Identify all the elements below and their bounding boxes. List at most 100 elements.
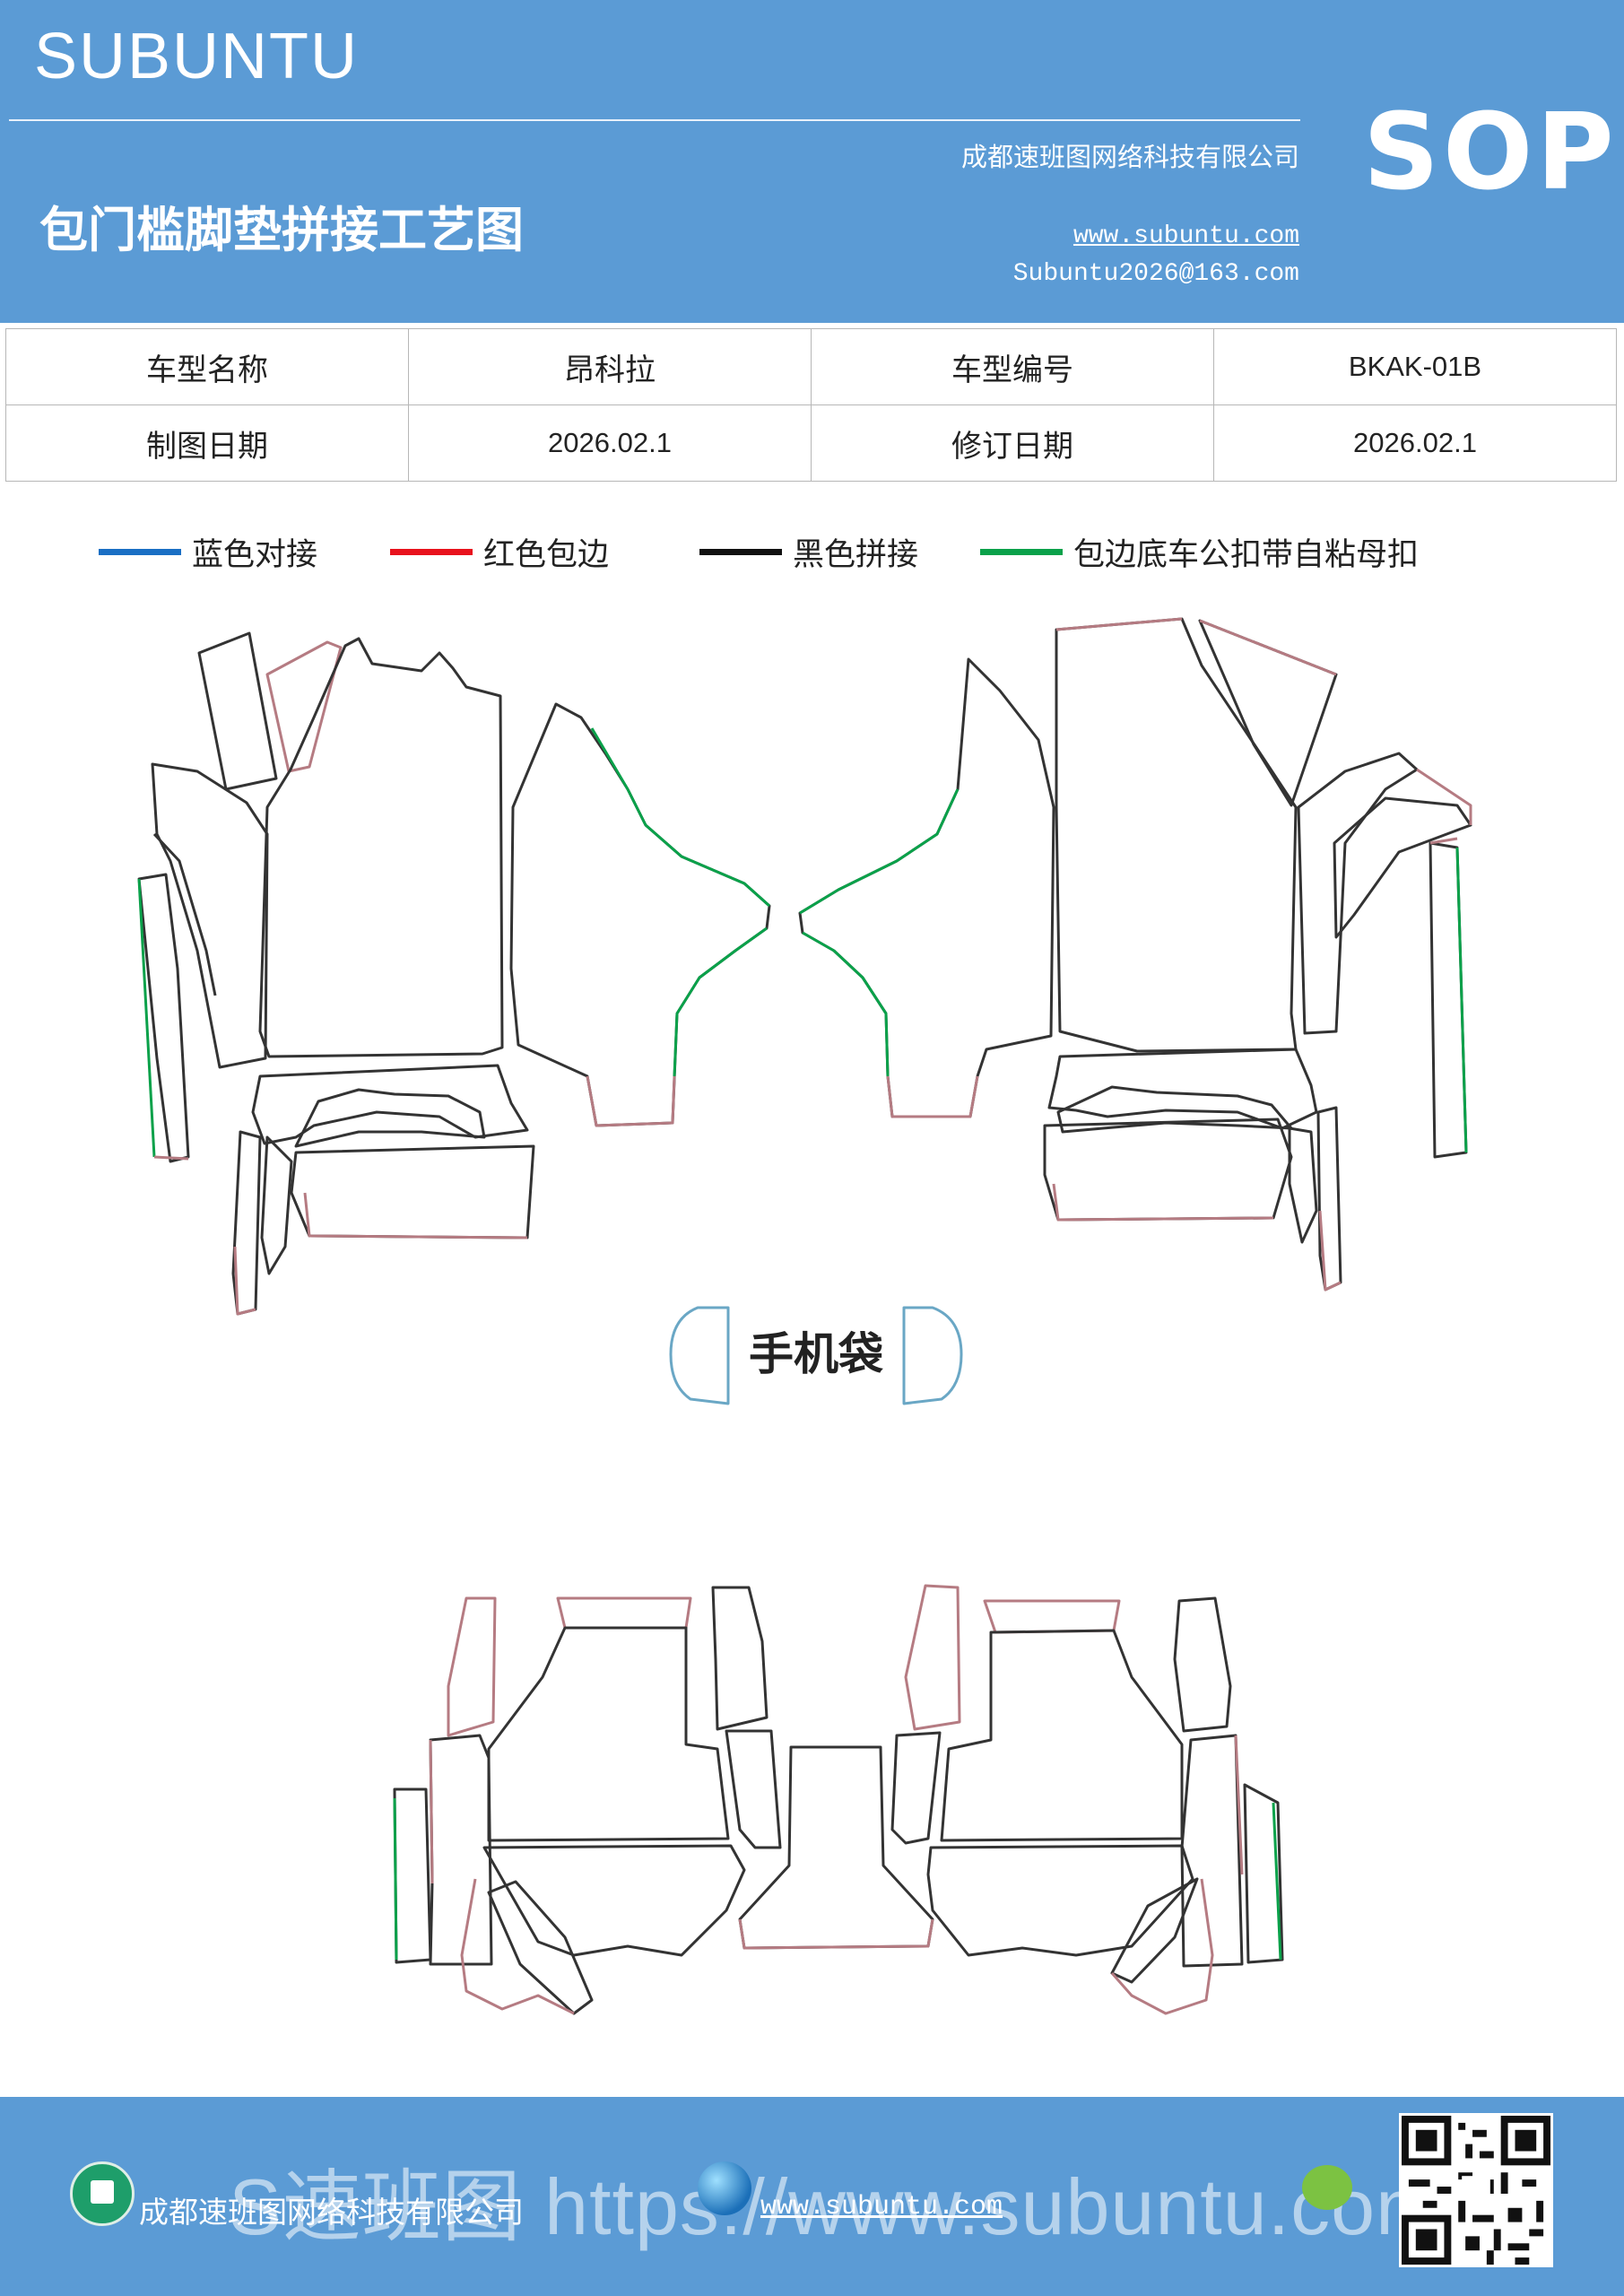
edge-red xyxy=(1199,619,1337,676)
mat-piece xyxy=(290,1144,535,1239)
edge-red xyxy=(1110,1878,1214,2015)
footer-banner xyxy=(0,2097,1624,2296)
mat-piece xyxy=(447,1596,497,1737)
legend-item-blue: 蓝色对接 xyxy=(99,529,317,575)
phone-bag-pieces xyxy=(669,1306,963,1405)
header-divider xyxy=(9,119,1300,121)
edge-red xyxy=(886,1075,979,1118)
edge-red xyxy=(1055,617,1183,631)
phone-bag-left xyxy=(669,1306,730,1405)
wechat-icon xyxy=(1302,2165,1352,2210)
mat-piece xyxy=(1288,1126,1318,1244)
value-drawing-date: 2026.02.1 xyxy=(408,404,812,482)
mat-piece xyxy=(152,832,217,996)
mat-piece xyxy=(556,1596,692,1630)
phone-bag-label: 手机袋 xyxy=(749,1328,883,1380)
legend-item-black: 黑色拼接 xyxy=(699,529,918,575)
footer-website-link[interactable]: www.subuntu.com xyxy=(760,2192,1003,2222)
mat-piece xyxy=(798,657,1055,1118)
mat-piece xyxy=(1243,1783,1284,1964)
legend-label: 红色包边 xyxy=(483,537,610,573)
phone-bag-right xyxy=(902,1306,963,1405)
edge-green xyxy=(137,878,156,1158)
edge-red xyxy=(586,1075,676,1127)
legend-swatch-blue xyxy=(99,549,181,555)
label-drawing-date: 制图日期 xyxy=(5,404,409,482)
value-revision-date: 2026.02.1 xyxy=(1213,404,1617,482)
legend-label: 黑色拼接 xyxy=(793,537,919,573)
front-left-pieces xyxy=(137,631,771,1316)
edge-green xyxy=(393,1797,398,1961)
edge-green xyxy=(802,931,890,1077)
mat-piece xyxy=(509,702,771,1127)
edge-green xyxy=(1272,1802,1282,1961)
document-title: 包门槛脚垫拼接工艺图 xyxy=(39,202,524,258)
mat-piece xyxy=(1316,1106,1342,1292)
header-company-name: 成都速班图网络科技有限公司 xyxy=(960,142,1299,172)
mat-piece xyxy=(1180,1734,1244,1968)
mat-piece xyxy=(487,1880,594,2015)
edge-red xyxy=(1416,768,1472,825)
mat-piece xyxy=(393,1787,432,1964)
building-icon xyxy=(70,2161,135,2226)
footer-watermark: S速班图 https://www.subuntu.com xyxy=(229,2162,1443,2251)
legend-label: 包边底车公扣带自粘母扣 xyxy=(1073,537,1420,573)
value-vehicle-code: BKAK-01B xyxy=(1213,328,1617,405)
mat-piece xyxy=(151,762,269,1069)
mat-piece xyxy=(890,1731,942,1845)
mat-piece xyxy=(1173,1596,1232,1733)
mat-piece xyxy=(1297,752,1419,1035)
edge-red xyxy=(429,1739,434,1884)
table-row: 车型名称 昂科拉 车型编号 BKAK-01B xyxy=(5,328,1617,405)
edge-green xyxy=(673,926,768,1077)
front-right-pieces xyxy=(798,617,1472,1292)
label-vehicle-code: 车型编号 xyxy=(811,328,1214,405)
mat-piece xyxy=(904,1584,961,1731)
mat-piece xyxy=(711,1586,769,1731)
edge-red xyxy=(303,1192,528,1239)
edge-red xyxy=(460,1878,575,2015)
legend-swatch-green xyxy=(980,549,1063,555)
mat-piece xyxy=(482,1844,746,1957)
table-row: 制图日期 2026.02.1 修订日期 2026.02.1 xyxy=(5,404,1617,482)
edge-green xyxy=(1455,847,1468,1153)
mat-piece xyxy=(1110,1877,1199,1984)
mat-piece xyxy=(983,1599,1121,1634)
label-vehicle-name: 车型名称 xyxy=(5,328,409,405)
header-banner xyxy=(0,0,1624,323)
rear-pieces xyxy=(393,1584,1284,2015)
mat-piece xyxy=(1333,796,1472,939)
edge-green xyxy=(590,727,770,908)
edge-green xyxy=(799,788,960,915)
mat-piece xyxy=(294,1088,486,1148)
mat-piece xyxy=(940,1629,1184,1842)
mat-piece xyxy=(137,873,190,1163)
legend-item-red: 红色包边 xyxy=(390,529,609,575)
mat-piece xyxy=(265,640,343,773)
brand-logo-text: SUBUNTU xyxy=(34,21,360,92)
edge-red xyxy=(1052,1183,1274,1222)
qr-code-icon xyxy=(1399,2113,1553,2267)
mat-piece xyxy=(251,1064,529,1145)
globe-icon xyxy=(698,2161,751,2215)
footer-company-name: 成都速班图网络科技有限公司 xyxy=(139,2195,524,2230)
legend-item-green: 包边底车公扣带自粘母扣 xyxy=(980,529,1419,575)
legend-label: 蓝色对接 xyxy=(192,537,318,573)
header-website-link[interactable]: www.subuntu.com xyxy=(1073,222,1299,250)
sop-badge: SOP xyxy=(1363,90,1618,213)
color-legend: 蓝色对接 红色包边 黑色拼接 包边底车公扣带自粘母扣 xyxy=(0,529,1624,573)
mat-piece xyxy=(197,631,278,791)
edge-red xyxy=(153,1155,189,1161)
edge-red xyxy=(233,1246,256,1316)
edge-red xyxy=(1318,1210,1342,1292)
label-revision-date: 修订日期 xyxy=(811,404,1214,482)
mat-piece xyxy=(725,1729,782,1849)
edge-red xyxy=(1234,1735,1244,1875)
edge-red xyxy=(1429,837,1458,845)
mat-piece xyxy=(926,1844,1194,1957)
value-vehicle-name: 昂科拉 xyxy=(408,328,812,405)
edge-red xyxy=(738,1918,934,1950)
vehicle-info-table: 车型名称 昂科拉 车型编号 BKAK-01B 制图日期 2026.02.1 修订… xyxy=(5,328,1617,482)
header-email: Subuntu2026@163.com xyxy=(1012,260,1299,288)
